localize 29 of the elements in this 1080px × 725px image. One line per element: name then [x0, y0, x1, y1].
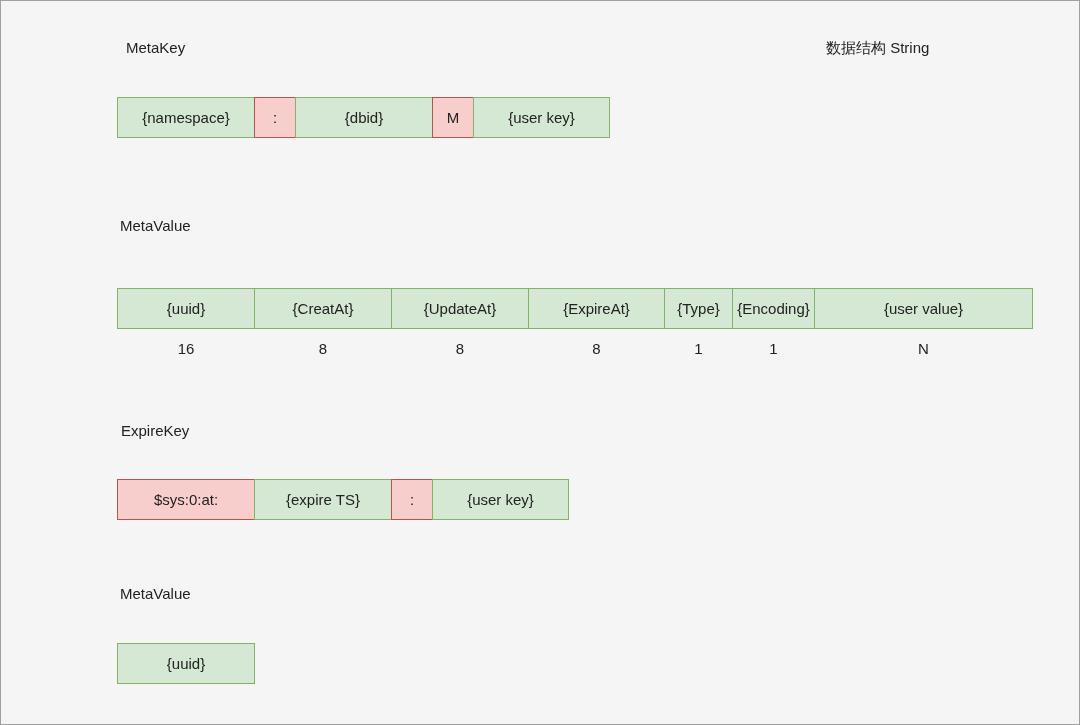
byte-size-label: 8 [455, 340, 465, 358]
field-segment: {uuid} [117, 288, 255, 329]
field-segment: M [432, 97, 474, 138]
byte-size-label: 8 [592, 340, 601, 358]
section-heading: ExpireKey [121, 422, 190, 440]
section-heading: MetaValue [120, 585, 191, 603]
field-segment: {user key} [432, 479, 569, 520]
field-segment: $sys:0:at: [117, 479, 255, 520]
data-structure-label: 数据结构 String [826, 39, 930, 57]
section-heading: MetaValue [120, 217, 191, 235]
byte-size-label: 8 [318, 340, 328, 358]
byte-size-label: 16 [177, 340, 195, 358]
byte-size-label: N [918, 340, 929, 358]
field-segment: : [254, 97, 296, 138]
byte-size-label: 1 [694, 340, 703, 358]
field-segment: {Encoding} [732, 288, 815, 329]
field-segment: {user value} [814, 288, 1033, 329]
byte-size-label: 1 [769, 340, 778, 358]
field-segment: {UpdateAt} [391, 288, 529, 329]
field-segment: {uuid} [117, 643, 255, 684]
field-segment: {Type} [664, 288, 733, 329]
field-segment: {expire TS} [254, 479, 392, 520]
field-segment: {dbid} [295, 97, 433, 138]
field-segment: : [391, 479, 433, 520]
field-segment: {namespace} [117, 97, 255, 138]
section-heading: MetaKey [126, 39, 186, 57]
field-segment: {CreatAt} [254, 288, 392, 329]
field-segment: {ExpireAt} [528, 288, 665, 329]
field-segment: {user key} [473, 97, 610, 138]
